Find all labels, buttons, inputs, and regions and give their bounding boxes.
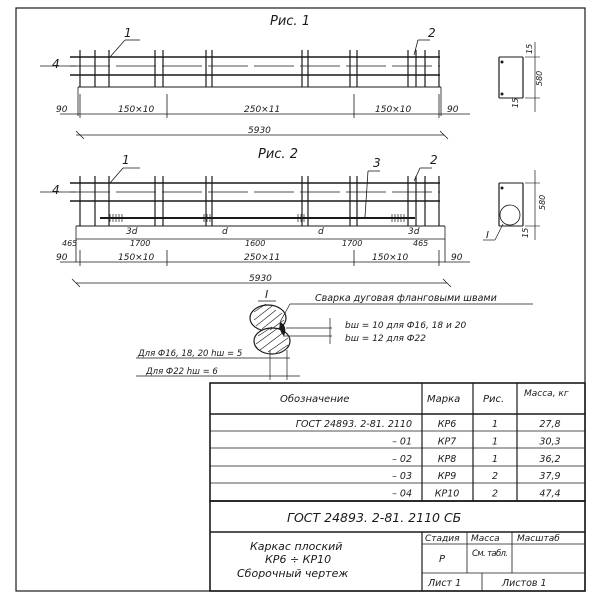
fig1-dim-250: 250×11 [244,105,280,115]
sheet-frame [15,7,586,592]
spec-cell: – 03 [392,471,412,482]
fig2-dim-90-right: 90 [451,253,463,263]
fig2-callout-2: 2 [430,153,438,167]
spec-header-mass: Масса, кг [524,389,569,399]
fig2-transverse-rods [79,176,440,226]
spec-cell: 27,8 [539,419,560,430]
spec-cell: 1 [492,419,498,430]
spec-cell: 37,9 [539,471,560,482]
figure-2: Рис. 2 4 1 3 2 465 3d 1700 d [40,147,547,288]
title-block: ГОСТ 24893. 2-81. 2110 СБ Каркас плоский… [209,500,586,592]
title-mass-value: См. табл. [472,549,508,559]
title-mass-label: Масса [471,534,500,544]
fig1-section: 15 580 15 [498,42,544,112]
fig1-dim-150-left: 150×10 [118,105,154,115]
spec-header-designation: Обозначение [280,393,349,405]
title-sheet: Лист 1 [427,578,461,589]
fig2-callout-1: 1 [122,153,130,167]
fig2-dim-90-left: 90 [56,253,68,263]
detail-weld-note: Сварка дуговая фланговыми швами [315,293,497,304]
fig1-section-top: 15 [525,44,534,54]
detail-i: I Сварка дуговая фланговыми швами bш = 1… [136,288,533,380]
fig1-dim-90-left: 90 [56,105,68,115]
detail-hw-2: Для Ф22 hш = 6 [145,367,218,377]
fig1-section-bottom: 15 [511,98,520,108]
fig2-callout-4: 4 [52,183,60,197]
fig2-section-bottom: 15 [521,228,530,238]
detail-bw-2: bш = 12 для Ф22 [345,334,426,344]
spec-cell: КР6 [438,419,457,430]
spec-cell: КР7 [438,436,457,447]
title-name-3: Сборочный чертеж [237,567,348,580]
fig2-dim-1700-right: 1700 [342,239,362,248]
spec-rows: ГОСТ 24893. 2-81. 2110 КР6 1 27,8 – 01 КР7 1 30… [296,419,561,500]
fig2-dim-1700-left: 1700 [130,239,150,248]
spec-cell: КР8 [438,454,457,465]
fig2-title: Рис. 2 [258,147,298,162]
spec-cell: 30,3 [539,436,560,447]
spec-header-fig: Рис. [483,394,504,405]
fig2-dim-150-right: 150×10 [372,253,408,263]
spec-cell: ГОСТ 24893. 2-81. 2110 [296,419,412,430]
spec-cell: – 04 [392,489,412,500]
spec-cell: – 01 [392,436,412,447]
detail-mark: I [265,288,268,301]
spec-cell: КР10 [435,489,460,500]
spec-cell: 36,2 [539,454,560,465]
detail-hw-1: Для Ф16, 18, 20 hш = 5 [137,349,242,359]
fig2-dim-total: 5930 [249,274,272,284]
spec-table: Обозначение Марка Рис. Масса, кг ГОСТ 24… [209,382,586,502]
title-doc-code: ГОСТ 24893. 2-81. 2110 СБ [287,510,461,525]
title-name-2: КР6 ÷ КР10 [265,553,331,566]
fig1-dim-90-right: 90 [447,105,459,115]
spec-cell: 2 [492,471,498,482]
fig2-dim-1600: 1600 [245,239,265,248]
fig2-dim-465-right: 465 [413,239,428,248]
spec-cell: 1 [492,454,498,465]
detail-bw-1: bш = 10 для Ф16, 18 и 20 [345,321,466,331]
fig2-callout-3: 3 [373,156,381,170]
fig1-dim-total: 5930 [248,126,271,136]
spec-cell: 2 [492,489,498,500]
fig1-title: Рис. 1 [270,14,310,29]
detail-weld [279,322,286,336]
figure-1: Рис. 1 4 1 2 90 150×10 250 [40,14,544,140]
spec-cell: – 02 [392,454,412,465]
fig2-detail-mark: I [486,230,489,241]
fig1-callout-2: 2 [428,26,436,40]
fig2-dim-150-left: 150×10 [118,253,154,263]
fig2-section: I 580 15 [483,170,547,241]
fig1-transverse-rods [79,50,440,87]
fig2-dim-d-1: d [222,227,228,237]
fig2-dim-250: 250×11 [244,253,280,263]
fig2-dim-d-2: d [318,227,324,237]
title-sheets: Листов 1 [501,578,547,589]
fig1-dim-150-right: 150×10 [375,105,411,115]
spec-cell: КР9 [438,471,457,482]
fig2-dim-465-left: 465 [62,239,77,248]
fig2-dim-3d-left: 3d [126,227,138,237]
title-stage-value: Р [439,554,446,565]
fig2-section-height: 580 [538,195,547,210]
title-stage-label: Стадия [425,534,460,544]
fig1-callout-1: 1 [124,26,132,40]
fig2-dim-3d-right: 3d [408,227,420,237]
spec-cell: 47,4 [539,489,560,500]
fig1-callout-4: 4 [52,57,60,71]
spec-cell: 1 [492,436,498,447]
title-scale-label: Масштаб [517,534,560,544]
spec-header-mark: Марка [427,394,460,405]
title-name-1: Каркас плоский [250,540,342,553]
fig1-section-height: 580 [535,71,544,86]
